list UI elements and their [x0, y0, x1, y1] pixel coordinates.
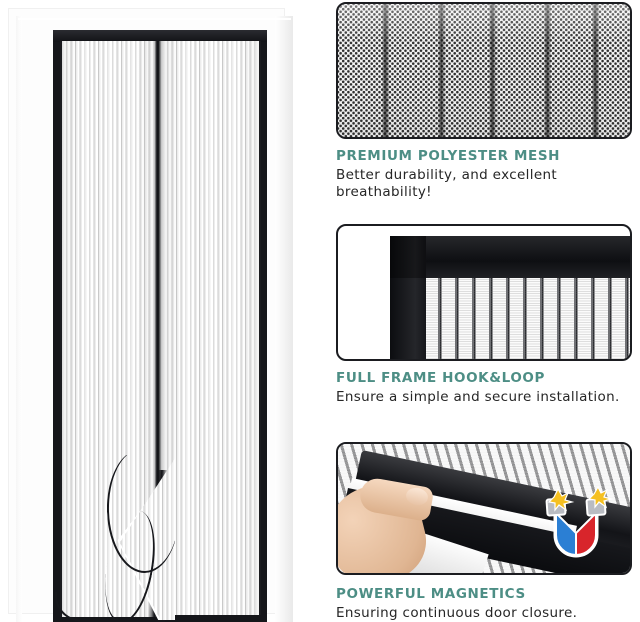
hook-and-loop-photo	[336, 224, 632, 361]
mesh-rib	[438, 4, 445, 137]
panel-left-edge	[60, 41, 62, 617]
feature-title: FULL FRAME HOOK&LOOP	[336, 370, 545, 386]
curtain-panel-right	[161, 41, 261, 615]
mesh-stripes	[161, 41, 261, 615]
mesh-weave-texture	[426, 278, 630, 359]
mesh-rib	[382, 4, 389, 137]
hook-loop-left-band	[390, 236, 426, 359]
frame-left-highlight	[16, 16, 22, 622]
hero-product-image	[0, 0, 300, 622]
panel-shading	[161, 41, 261, 615]
feature-body: Better durability, and excellent breatha…	[336, 167, 558, 200]
door-header-bar	[53, 30, 267, 42]
feature-list: PREMIUM POLYESTER MESH Better durability…	[300, 0, 640, 622]
frame-right-shadow	[275, 16, 293, 622]
feature-full-frame-hook-and-loop	[336, 224, 632, 361]
photo-sheen	[338, 4, 630, 137]
horseshoe-magnet-icon	[545, 485, 614, 558]
hook-loop-top-band	[390, 236, 630, 278]
mesh-rib	[489, 4, 496, 137]
feature-title: PREMIUM POLYESTER MESH	[336, 148, 561, 164]
door-bottom-edge	[55, 592, 165, 622]
vertical-mesh-strips	[426, 278, 630, 359]
mesh-closeup-photo	[336, 2, 632, 139]
feature-body: Ensure a simple and secure installation.	[336, 389, 620, 405]
caption-premium-polyester-mesh: PREMIUM POLYESTER MESH Better durability…	[336, 148, 636, 201]
feature-body: Ensuring continuous door closure.	[336, 605, 578, 621]
center-seam	[154, 41, 162, 617]
feature-premium-polyester-mesh	[336, 2, 632, 139]
mesh-rib	[592, 4, 599, 137]
frame-corner-shadow	[390, 236, 426, 278]
panel-right-edge	[259, 41, 261, 615]
feature-title: POWERFUL MAGNETICS	[336, 586, 526, 602]
feature-powerful-magnetics	[336, 442, 632, 575]
frame-top-highlight	[18, 18, 291, 20]
caption-full-frame-hook-and-loop: FULL FRAME HOOK&LOOP Ensure a simple and…	[336, 370, 636, 406]
mesh-rib	[544, 4, 551, 137]
caption-powerful-magnetics: POWERFUL MAGNETICS Ensuring continuous d…	[336, 586, 636, 622]
magnet-photo	[336, 442, 632, 575]
